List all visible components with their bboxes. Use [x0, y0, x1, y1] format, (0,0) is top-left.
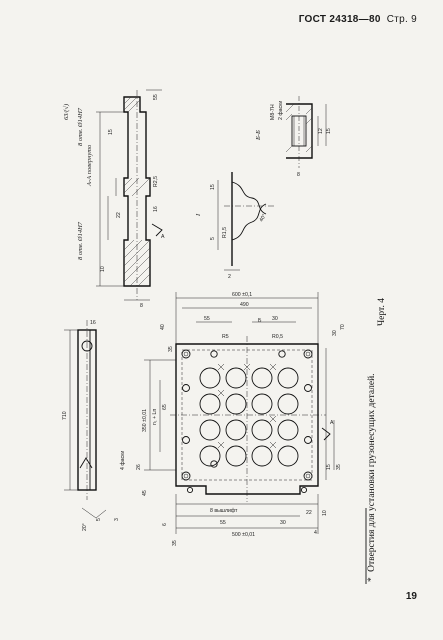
dim-16: 16	[153, 206, 159, 212]
dim-55-bottom: 55	[220, 520, 226, 526]
dim-2-i: 2	[228, 274, 231, 280]
page-label: Стр. 9	[386, 14, 417, 25]
dim-55-plan: 55	[204, 316, 210, 322]
holes-label-a: 8 отв. Ø14Н7	[77, 221, 84, 260]
dim-r5-plan: R5	[222, 334, 229, 340]
section-aa-title: А-А повернуто	[86, 144, 93, 187]
dim-5-i: 5	[210, 237, 216, 240]
dim-30-plan: 30	[272, 316, 278, 322]
detail-i: I 40° R1,5 15 5 2	[195, 172, 276, 280]
figure-caption: * Отверстия для установки грузонесущих д…	[365, 298, 387, 584]
dim-600: 600 ±0,1	[232, 292, 252, 298]
dim-55-top: 55	[153, 94, 159, 100]
page-header: ГОСТ 24318—80 Стр. 9	[299, 14, 417, 25]
dim-8-bottom: 8	[140, 303, 143, 309]
mark-a-right: А	[330, 420, 334, 426]
caption-text: Отверстия для установки грузонесущих дет…	[366, 373, 377, 571]
dim-6-bottom: 6	[162, 523, 168, 526]
edges-side: 4 фаски	[120, 451, 126, 470]
chamfer-spec: 2 фаски	[278, 101, 284, 120]
dim-35-right: 35	[336, 464, 342, 470]
section-b-b: Б-Б М8-7Н 2 фаски 12 15 8	[255, 96, 332, 178]
dim-65-plan: 65	[162, 404, 168, 410]
dim-r15: R1,5	[222, 227, 228, 238]
dim-r25: R2,5	[153, 176, 159, 187]
dim-500: 500 ±0,01	[232, 532, 255, 538]
dim-350: 350 ±0,01	[142, 409, 148, 432]
dim-10-bottom: 10	[322, 510, 328, 516]
dim-30-bottom: 30	[280, 520, 286, 526]
dim-35-bottom: 35	[172, 540, 178, 546]
dim-45-plan: 45	[142, 490, 148, 496]
dim-70-right: 70	[340, 324, 346, 330]
svg-text:* Отверстия для устано: * Отверстия для установки грузонесущих д…	[366, 373, 377, 582]
holes-label-b: 8 отв. Ø14Н7	[77, 107, 84, 146]
dim-710: 710	[62, 411, 68, 420]
dim-8-bb: 8	[297, 172, 300, 178]
mark-b-label: Б	[258, 318, 262, 324]
formula-label: n₁ + Lп	[152, 409, 158, 425]
dim-16-side: 16	[90, 320, 96, 326]
dim-490: 490	[240, 302, 249, 308]
dim-22-bottom: 22	[306, 510, 312, 516]
dim-35-plan: 35	[168, 346, 174, 352]
cross-marks	[217, 363, 277, 449]
roughness-symbol: 63/(√)	[62, 104, 70, 120]
plan-view: 600 ±0,1 490 55 30 Б 40 35 R5 R0,5 350 ±…	[136, 292, 346, 546]
side-view: 710 16 3 20° 5 4 фаски	[62, 320, 126, 531]
dim-10: 10	[100, 266, 106, 272]
dim-14-top: 15	[108, 129, 114, 135]
page-number: 19	[405, 591, 417, 602]
standard-number: ГОСТ 24318—80	[298, 14, 381, 25]
dim-r05-plan: R0,5	[272, 334, 283, 340]
dim-15-i: 15	[210, 184, 216, 190]
dim-15: 15	[326, 128, 332, 134]
angle-20: 20°	[82, 523, 88, 531]
section-a-a: А А-А повернуто 8 отв. Ø14Н7 8 отв. Ø14Н…	[77, 89, 165, 309]
detail-i-label: I	[195, 213, 202, 217]
dim-5-side: 5	[96, 518, 102, 521]
dim-3-side: 3	[114, 518, 120, 521]
dim-26-plan: 26	[136, 464, 142, 470]
dim-22: 22	[116, 212, 122, 218]
dim-15-right: 15	[326, 464, 332, 470]
dim-40-plan: 40	[160, 324, 166, 330]
dim-30-right: 30	[332, 330, 338, 336]
angle-40: 40°	[259, 213, 268, 223]
dim-12: 12	[318, 128, 324, 134]
figure-label: Черт. 4	[377, 298, 387, 326]
section-bb-title: Б-Б	[255, 130, 262, 141]
dim-4-bottom: 4	[314, 530, 317, 536]
caption-bullet: *	[367, 577, 377, 582]
hole-grid	[199, 367, 299, 467]
mark-a-label: А	[161, 234, 165, 240]
vysht-label: 8 вышлифт	[210, 508, 238, 514]
thread-spec: М8-7Н	[270, 104, 276, 120]
